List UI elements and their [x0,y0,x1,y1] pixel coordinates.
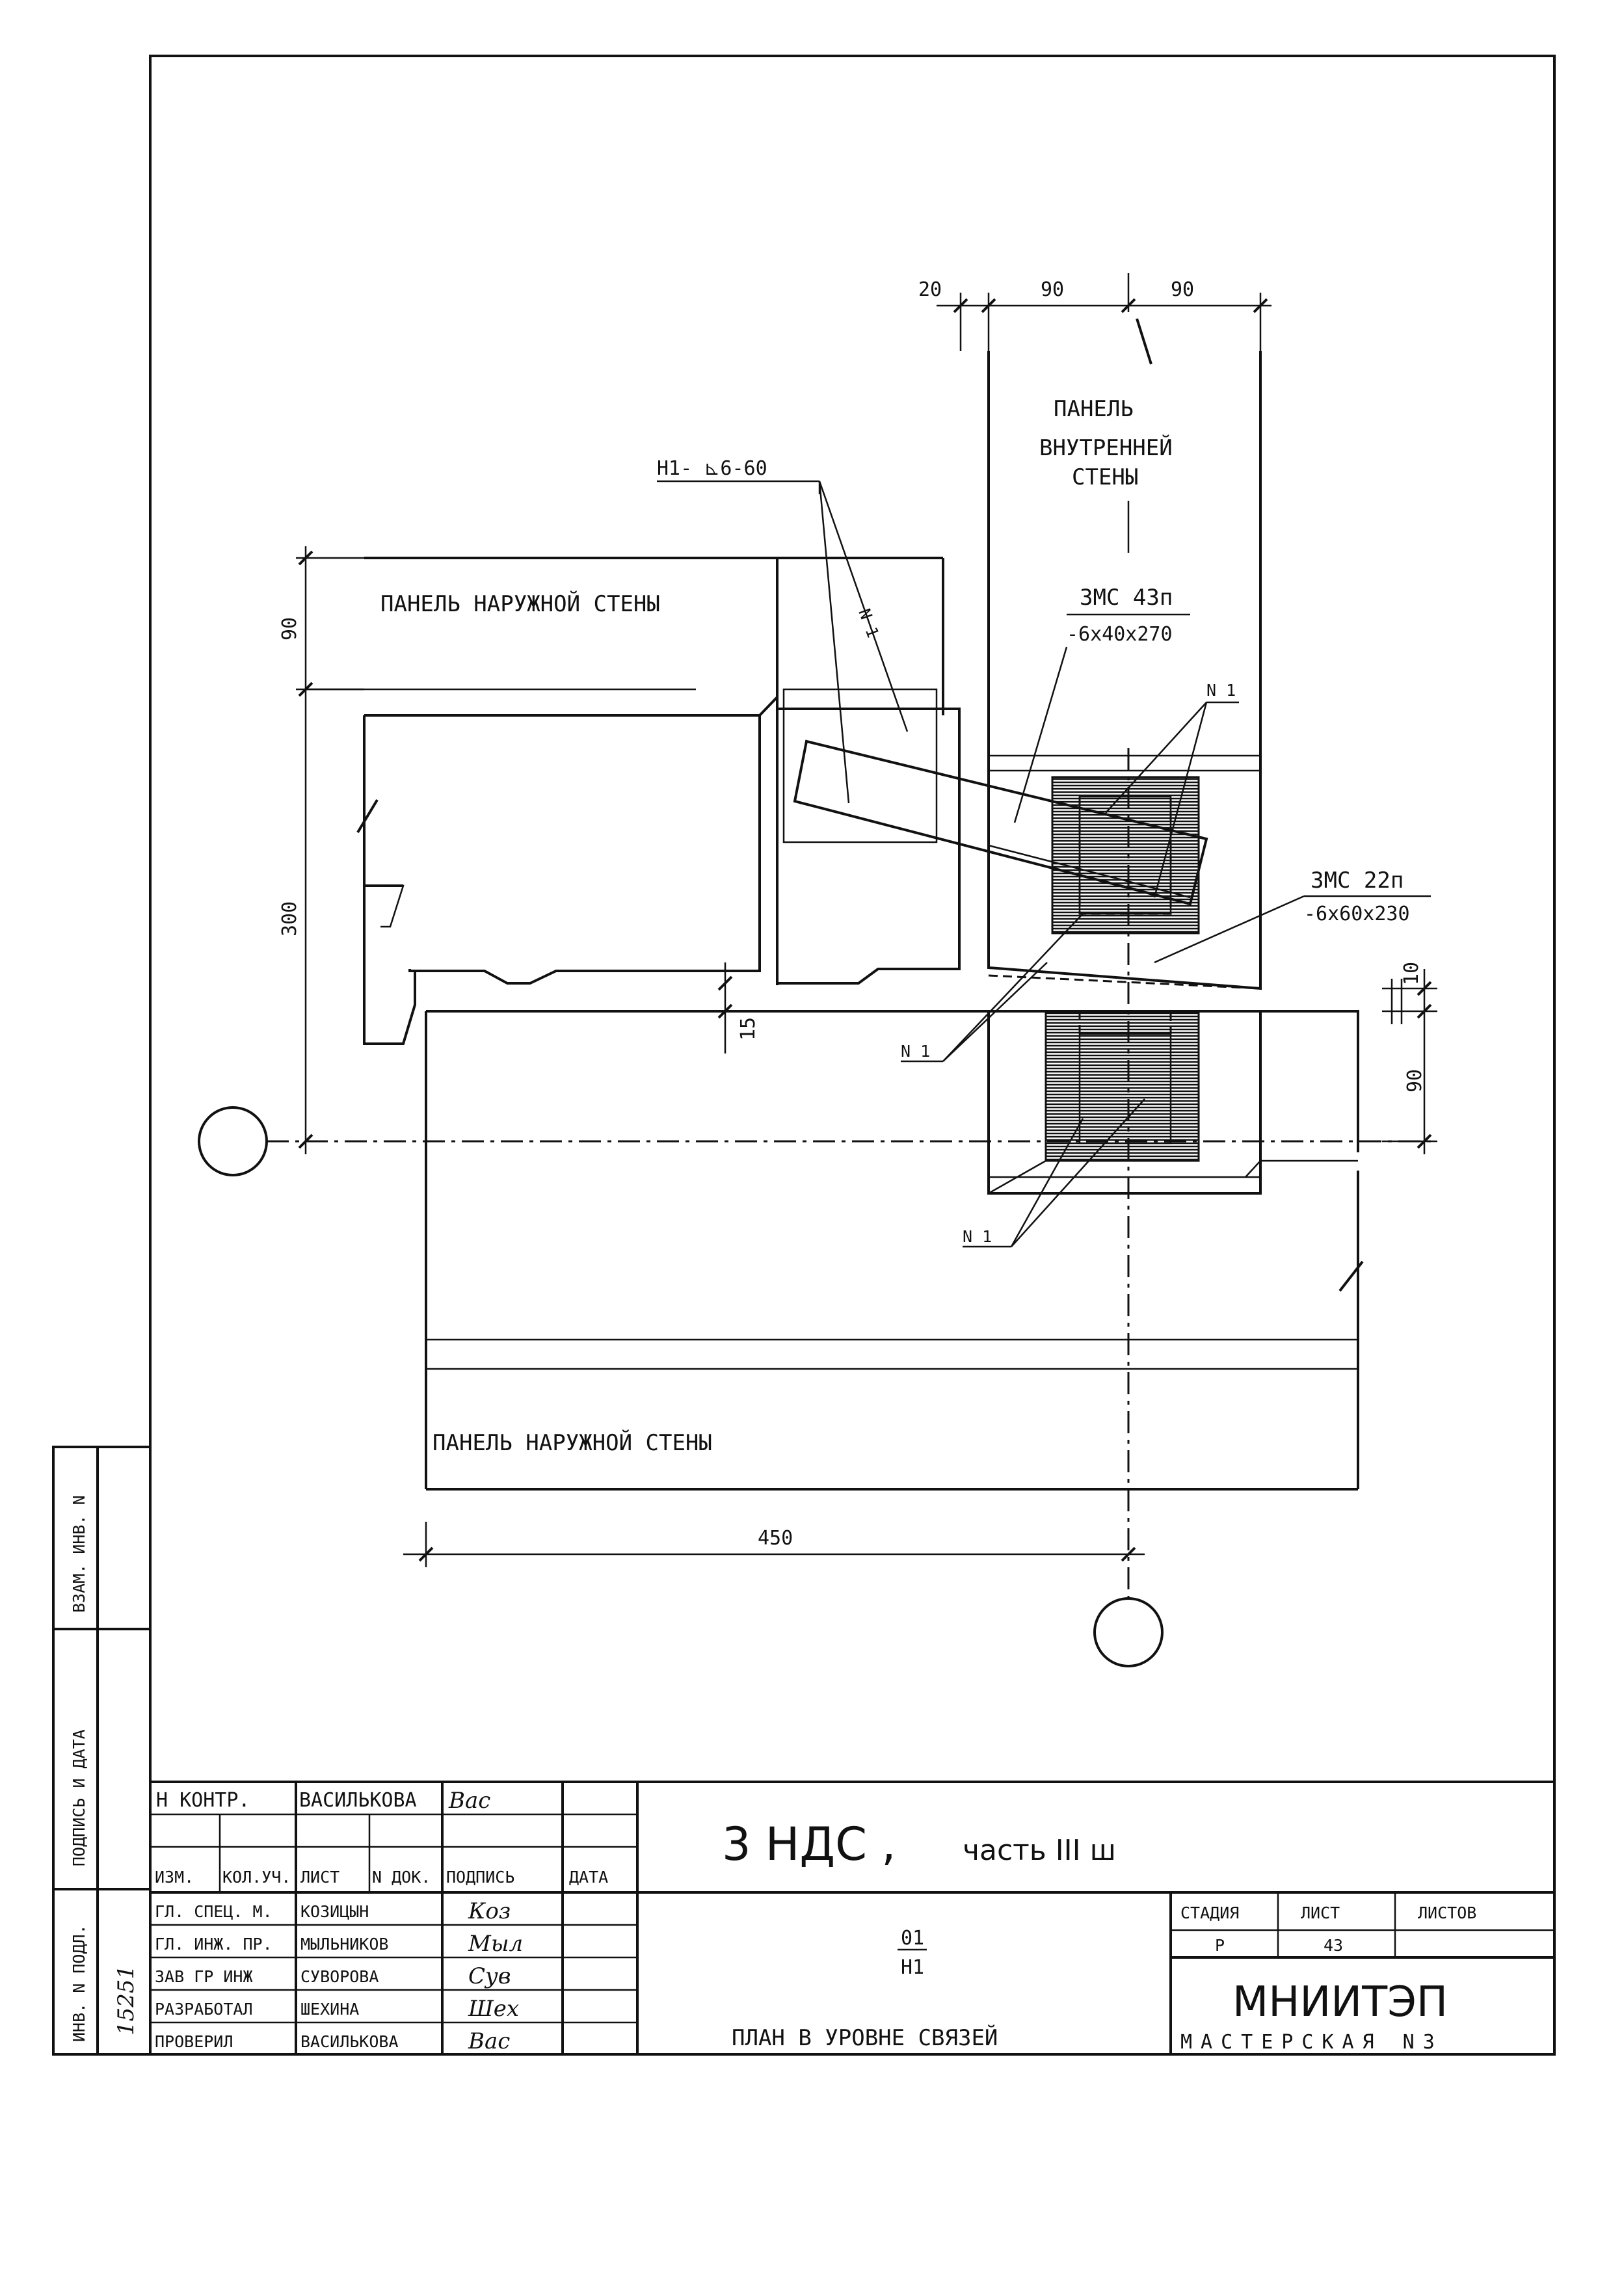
label-inner-panel-1: ПАНЕЛЬ [1054,396,1134,422]
label-n1-a: N 1 [1206,681,1236,700]
staff-name-4: ВАСИЛЬКОВА [300,2032,399,2051]
hdr-kolych: КОЛ.УЧ. [222,1868,291,1887]
dimension-gap-15: 15 [717,962,760,1054]
stamp-podpis: ПОДПИСЬ И ДАТА [70,1729,88,1866]
staff-name-0: КОЗИЦЫН [300,1902,369,1921]
label-zmc22-size: -6х60х230 [1304,903,1410,925]
staff-name-3: ШЕХИНА [300,2000,359,2019]
staff-sign-4: Вас [468,2028,510,2054]
axis-bubble-horizontal [198,1106,268,1176]
label-zmc22-name: ЗМС 22п [1311,868,1404,894]
sheet-frame [149,55,1556,2056]
label-outer-panel-bottom: ПАНЕЛЬ НАРУЖНОЙ СТЕНЫ [433,1429,712,1456]
project-part: часть III ш [963,1834,1116,1867]
embedded-plate-bottom [1045,1010,1200,1162]
connection-plate-zmc43 [793,739,1208,906]
dimension-bottom: 450 [403,1522,1145,1567]
stamp-inv-signature: 15251 [113,1965,139,2035]
axis-bubble-vertical [1093,1597,1164,1667]
staff-role-2: ЗАВ ГР ИНЖ [155,1967,253,1986]
staff-sign-3: Шех [468,1996,519,2022]
label-zmc43-name: ЗМС 43п [1080,585,1173,611]
workshop-name: МАСТЕРСКАЯ N3 [1180,2031,1443,2054]
dim-90-left: 90 [278,617,301,641]
dim-450: 450 [758,1527,793,1550]
label-outer-panel-top: ПАНЕЛЬ НАРУЖНОЙ СТЕНЫ [380,590,660,617]
side-stamp: ВЗАМ. ИНВ. N ПОДПИСЬ И ДАТА ИНВ. N ПОДЛ.… [52,1446,152,2056]
embedded-plate-left [782,688,938,843]
dim-90-right: 90 [1404,1069,1426,1093]
label-n1-b: N 1 [901,1042,930,1061]
label-inner-panel-3: СТЕНЫ [1072,464,1138,490]
control-name: ВАСИЛЬКОВА [299,1789,417,1812]
dim-300: 300 [278,901,301,936]
outer-wall-panel-bottom [425,1010,1364,1491]
staff-role-4: ПРОВЕРИЛ [155,2032,233,2051]
weld-note: Н1- ⊾6-60 [657,457,767,480]
code-bottom: Н1 [901,1956,924,1979]
staff-name-2: СУВОРОВА [300,1967,379,1986]
hdr-podpis: ПОДПИСЬ [446,1868,514,1887]
dim-10: 10 [1400,962,1423,985]
control-signature: Вас [448,1788,490,1814]
hdr-ndok: N ДОК. [372,1868,431,1887]
sheet-value: 43 [1324,1936,1343,1955]
staff-role-0: ГЛ. СПЕЦ. М. [155,1902,273,1921]
staff-sign-0: Коз [468,1898,511,1924]
label-inner-panel-2: ВНУТРЕННЕЙ [1039,434,1173,461]
staff-sign-1: Мыл [468,1931,523,1957]
staff-sign-2: Сув [468,1963,511,1989]
hdr-list: ЛИСТ [300,1868,339,1887]
staff-name-1: МЫЛЬНИКОВ [300,1935,388,1954]
stamp-inv: ИНВ. N ПОДЛ. [70,1924,88,2042]
org-name: МНИИТЭП [1232,1978,1448,2026]
dimension-top: 20 90 90 [918,273,1271,351]
label-zmc43-size: -6х40х270 [1067,623,1173,646]
sheet-label: ЛИСТ [1301,1903,1340,1922]
stage-label: СТАДИЯ [1180,1903,1239,1922]
dimension-left: 90 300 [278,546,364,1154]
stamp-vzam: ВЗАМ. ИНВ. N [70,1495,88,1613]
hdr-izm: ИЗМ. [155,1868,194,1887]
staff-role-3: РАЗРАБОТАЛ [155,2000,253,2019]
dimension-right: 10 90 [1382,962,1437,1154]
title-block: Н КОНТР. ВАСИЛЬКОВА Вас ИЗМ. КОЛ.УЧ. ЛИС… [150,1781,1554,2054]
sheet-title: ПЛАН В УРОВНЕ СВЯЗЕЙ [732,2024,998,2051]
dim-20: 20 [918,278,942,301]
hdr-data: ДАТА [569,1868,608,1887]
control-role: Н КОНТР. [156,1789,250,1812]
code-top: 01 [901,1927,924,1950]
stage-value: Р [1215,1936,1225,1955]
label-n1-c: N 1 [963,1227,992,1246]
sheets-label: ЛИСТОВ [1418,1903,1476,1922]
outer-wall-panel-top [306,557,961,1045]
project-main: 3 НДС , [722,1818,896,1871]
label-n1-vertical: N 1 [855,606,883,640]
dim-15: 15 [737,1017,760,1040]
staff-role-1: ГЛ. ИНЖ. ПР. [155,1935,273,1954]
dim-90-a: 90 [1041,278,1064,301]
plan-drawing: 20 90 90 90 300 15 [198,273,1437,1667]
dim-90-b: 90 [1171,278,1194,301]
